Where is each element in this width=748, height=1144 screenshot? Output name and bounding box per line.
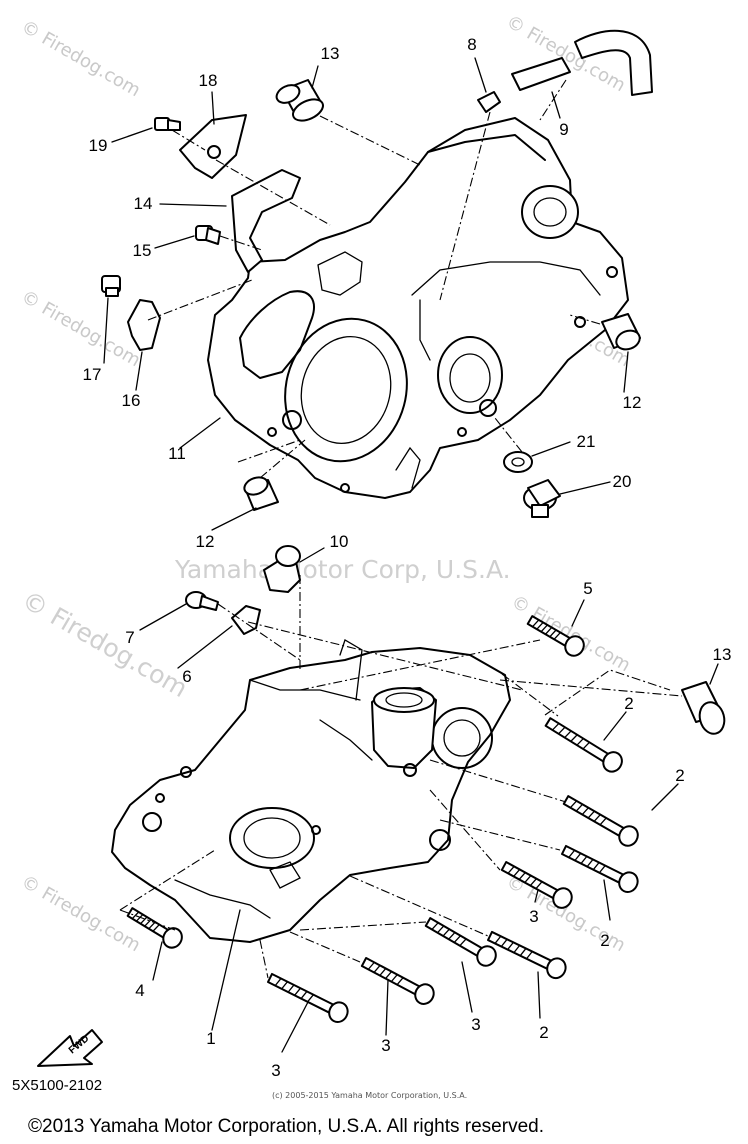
part-12-dowel-right bbox=[601, 313, 641, 351]
watermark-firedog: © Firedog.com bbox=[18, 16, 144, 101]
callout-12: 12 bbox=[623, 393, 642, 412]
part-2-bolt bbox=[560, 844, 639, 894]
lower-crankcase-drawing bbox=[111, 639, 511, 943]
footer-copyright: ©2013 Yamaha Motor Corporation, U.S.A. A… bbox=[28, 1116, 544, 1137]
callout-2: 2 bbox=[539, 1023, 548, 1042]
callout-11: 11 bbox=[168, 444, 186, 463]
upper-leader-lines bbox=[103, 57, 629, 531]
callout-3: 3 bbox=[381, 1036, 390, 1055]
callout-8: 8 bbox=[467, 35, 476, 54]
part-20-drain-bolt bbox=[523, 479, 561, 518]
callout-18: 18 bbox=[199, 71, 218, 90]
watermark-firedog: © Firedog.com bbox=[17, 585, 193, 703]
part-3-bolt bbox=[266, 972, 349, 1024]
part-21-washer bbox=[503, 451, 533, 473]
part-13-bushing-upper bbox=[275, 79, 324, 122]
part-9-pipe bbox=[511, 57, 571, 91]
callout-labels: 13 8 9 18 19 14 15 17 16 11 12 21 20 12 … bbox=[83, 35, 732, 1080]
callout-12: 12 bbox=[196, 532, 215, 551]
lower-small-parts bbox=[185, 545, 726, 735]
callout-17: 17 bbox=[83, 365, 102, 384]
callout-13: 13 bbox=[713, 645, 732, 664]
callout-7: 7 bbox=[125, 628, 134, 647]
part-19-bolt bbox=[154, 117, 181, 131]
callout-15: 15 bbox=[133, 241, 152, 260]
part-3-bolt bbox=[360, 957, 435, 1005]
callout-9: 9 bbox=[559, 120, 568, 139]
part-13-bushing-lower bbox=[681, 681, 726, 735]
part-6-clamp bbox=[231, 605, 261, 635]
part-7-bolt bbox=[185, 591, 219, 611]
hose bbox=[574, 29, 653, 96]
callout-2: 2 bbox=[675, 766, 684, 785]
bolt-layer bbox=[126, 615, 639, 1024]
watermark-firedog: © Firedog.com bbox=[18, 871, 144, 956]
upper-crankcase-drawing bbox=[207, 117, 629, 499]
diagram-code: 5X5100-2102 bbox=[12, 1077, 102, 1094]
callout-13: 13 bbox=[321, 44, 340, 63]
part-3-bolt bbox=[424, 917, 497, 967]
part-17-plug bbox=[101, 275, 121, 297]
callout-2: 2 bbox=[624, 694, 633, 713]
watermark-firedog: © Firedog.com bbox=[508, 591, 634, 676]
part-15-bolt bbox=[195, 225, 221, 245]
callout-5: 5 bbox=[583, 579, 592, 598]
part-2-bolt bbox=[562, 795, 639, 847]
callout-1: 1 bbox=[206, 1029, 215, 1048]
fine-print-copyright: (c) 2005-2015 Yamaha Motor Corporation, … bbox=[272, 1091, 467, 1100]
fwd-arrow-icon: FWD bbox=[37, 1029, 103, 1067]
callout-6: 6 bbox=[182, 667, 191, 686]
callout-21: 21 bbox=[577, 432, 596, 451]
watermark-yamaha: Yamaha Motor Corp, U.S.A. bbox=[174, 555, 511, 584]
callout-3: 3 bbox=[471, 1015, 480, 1034]
lower-leader-lines bbox=[119, 547, 719, 1053]
upper-small-parts bbox=[101, 29, 653, 518]
part-16-bracket bbox=[127, 299, 161, 351]
callout-3: 3 bbox=[529, 907, 538, 926]
callout-4: 4 bbox=[135, 981, 144, 1000]
callout-14: 14 bbox=[134, 194, 153, 213]
part-3-bolt bbox=[500, 861, 573, 909]
watermark-firedog: © Firedog.com bbox=[18, 286, 144, 371]
callout-10: 10 bbox=[330, 532, 349, 551]
part-12-dowel-left bbox=[243, 476, 279, 511]
part-2-bolt bbox=[544, 717, 623, 773]
callout-20: 20 bbox=[613, 472, 632, 491]
part-5-bolt bbox=[526, 615, 585, 657]
callout-16: 16 bbox=[122, 391, 141, 410]
part-14-plate bbox=[231, 169, 301, 273]
callout-2: 2 bbox=[600, 931, 609, 950]
callout-3: 3 bbox=[271, 1061, 280, 1080]
part-4-bolt bbox=[126, 907, 183, 949]
watermark-firedog: © Firedog.com bbox=[503, 871, 629, 956]
part-2-bolt bbox=[487, 930, 567, 980]
part-8-fitting bbox=[477, 91, 501, 113]
callout-19: 19 bbox=[89, 136, 108, 155]
